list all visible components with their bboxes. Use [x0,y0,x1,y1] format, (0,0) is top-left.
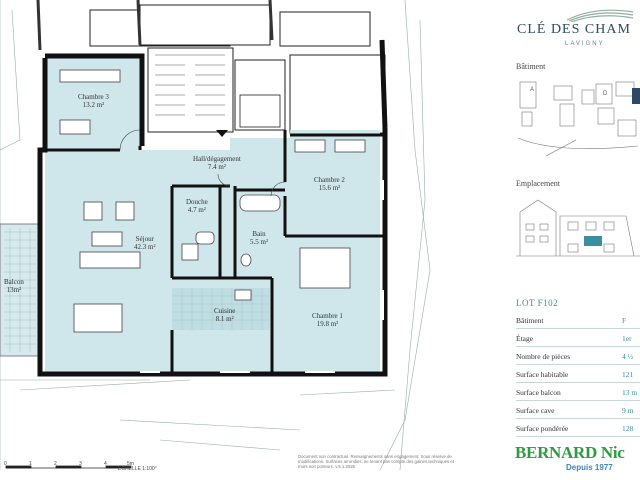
room-area: 15.6 m² [318,184,341,192]
room-label-bain: Bain 5.5 m² [250,230,268,246]
room-name: Douche [186,198,208,206]
spec-label: Bâtiment [516,316,544,325]
room-label-balcon: Balcon 13m² [4,278,24,294]
room-name: Chambre 2 [314,176,345,184]
agency-name: BERNARD Nic [515,443,625,462]
room-name: Chambre 1 [312,312,343,320]
room-name: Cuisine [214,307,236,315]
room-label-chambre-1: Chambre 1 19.8 m² [312,312,343,328]
room-area: 19.8 m² [316,320,339,328]
brand-name: CLÉ DES CHAM [517,22,631,37]
room-area: 42.3 m² [134,243,156,251]
spec-label: Surface balcon [516,388,561,397]
room-area: 13m² [6,286,22,294]
spec-value: 1er [622,334,632,343]
room-label-hall: Hall/dégagement 7.4 m² [193,155,241,171]
room-label-douche: Douche 4.7 m² [186,198,208,214]
spec-label: Surface pondérée [516,424,569,433]
spec-value: 4 ½ [622,352,634,361]
spec-value: 121 [622,370,634,379]
spec-label: Nombre de pièces [516,352,571,361]
brand-logo-icon [566,9,634,22]
spec-label: Étage [516,334,534,343]
spec-row-surface-habitable: Surface habitable 121 [516,367,640,383]
room-area: 8.1 m² [215,315,234,323]
scale-tick: 5m [127,461,134,467]
building-tag: A [530,87,535,93]
spec-value: 9 m [622,406,634,415]
scale-tick: 4 [104,461,107,467]
room-name: Chambre 3 [78,93,109,101]
spec-row-surface-cave: Surface cave 9 m [516,403,640,419]
spec-value: 13 m [622,388,638,397]
scale-label: ÉCHELLE 1:100° [118,466,157,472]
spec-label: Surface cave [516,406,555,415]
scale-tick: 2 [54,461,57,467]
lot-title: LOT F102 [516,298,559,308]
section-title-location: Emplacement [516,179,560,188]
room-name: Balcon [4,278,24,286]
section-title-building: Bâtiment [516,62,546,71]
agency-since: Depuis 1977 [566,463,613,472]
room-label-sejour: Séjour 42.3 m² [134,235,156,251]
room-name: Hall/dégagement [193,155,241,163]
building-tag: D [603,91,608,97]
scale-tick: 3 [79,461,82,467]
room-name: Bain [252,230,266,238]
room-label-chambre-3: Chambre 3 13.2 m² [78,93,109,109]
building-site-map [517,81,640,157]
spec-row-surface-balcon: Surface balcon 13 m [516,385,640,401]
room-label-cuisine: Cuisine 8.1 m² [214,307,235,323]
location-elevation-drawing [516,199,640,257]
disclaimer-text: Document non contractuel. Renseignements… [298,454,454,470]
room-area: 4.7 m² [187,206,206,214]
room-area: 7.4 m² [207,163,226,171]
scale-tick: 0 [4,461,7,467]
scale-tick: 1 [29,461,32,467]
room-name: Séjour [135,235,154,243]
room-label-chambre-2: Chambre 2 15.6 m² [314,176,345,192]
spec-value: F [622,316,627,325]
spec-row-batiment: Bâtiment F [516,313,640,329]
room-area: 5.5 m² [250,238,269,246]
spec-row-etage: Étage 1er [516,331,640,347]
floor-plan [0,0,431,471]
spec-value: 128 [622,424,634,433]
spec-row-surface-ponderee: Surface pondérée 128 [516,421,640,437]
spec-row-pieces: Nombre de pièces 4 ½ [516,349,640,365]
brand-location: LAVIGNY [565,41,605,47]
room-area: 13.2 m² [82,101,105,109]
spec-label: Surface habitable [516,370,569,379]
